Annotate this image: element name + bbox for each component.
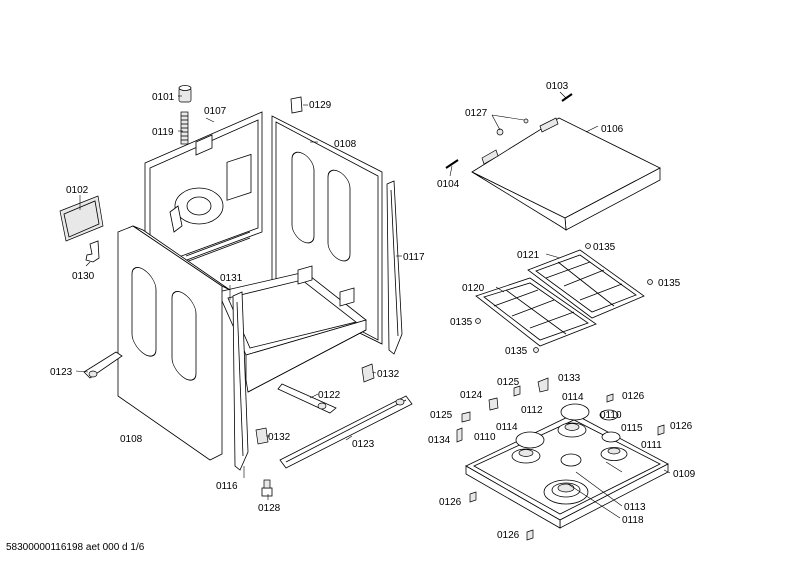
label-0117: 0117 (403, 252, 425, 263)
label-0107: 0107 (204, 106, 227, 117)
label-0134: 0134 (428, 435, 451, 446)
burner-caps (515, 403, 621, 467)
label-0112: 0112 (521, 405, 543, 416)
heat-shield-0102 (59, 195, 104, 242)
label-0109: 0109 (673, 469, 696, 480)
screw-0104 (445, 159, 459, 169)
label-0101: 0101 (152, 92, 175, 103)
label-0125-a: 0125 (497, 377, 520, 388)
label-0135-d: 0135 (505, 346, 528, 357)
label-0125-b: 0125 (430, 410, 453, 421)
screw-0103 (561, 93, 573, 102)
label-0128: 0128 (258, 503, 281, 514)
part-labels: 0101 0107 0129 0119 0108 0102 0130 0131 … (50, 81, 696, 541)
label-0120: 0120 (462, 283, 485, 294)
oven-floor-tray (217, 265, 367, 393)
label-0121: 0121 (517, 250, 540, 261)
label-0126-c: 0126 (439, 497, 462, 508)
clip-0129 (290, 96, 303, 114)
rail-0122 (277, 383, 337, 414)
label-0135-a: 0135 (593, 242, 616, 253)
label-0123-left: 0123 (50, 367, 73, 378)
label-0126-a: 0126 (622, 391, 645, 402)
label-0110-a: 0110 (600, 410, 622, 421)
label-0114-b: 0114 (496, 422, 518, 433)
left-side-panel (117, 225, 231, 461)
label-0103: 0103 (546, 81, 569, 92)
label-0108-back: 0108 (334, 139, 357, 150)
label-0114-a: 0114 (562, 392, 584, 403)
label-0124: 0124 (460, 390, 483, 401)
bracket-0130 (85, 240, 100, 263)
label-0113: 0113 (624, 502, 646, 513)
pan-support-0121 (527, 249, 645, 319)
label-0133: 0133 (558, 373, 581, 384)
label-0130: 0130 (72, 271, 95, 282)
label-0119: 0119 (152, 127, 174, 138)
front-frame-0116 (232, 291, 249, 471)
side-strip-0117 (386, 180, 403, 355)
label-0118: 0118 (622, 515, 644, 526)
label-0108-side: 0108 (120, 434, 143, 445)
label-0131: 0131 (220, 273, 243, 284)
label-0111: 0111 (641, 440, 662, 451)
glass-lid-0106 (471, 117, 661, 231)
burner-center (557, 422, 587, 438)
label-0110-b: 0110 (474, 432, 496, 443)
label-0126-d: 0126 (497, 530, 520, 541)
back-panel (144, 111, 263, 265)
burner-front-left (511, 448, 541, 464)
foot-0128 (261, 479, 273, 497)
rail-0123-left (83, 351, 123, 379)
label-0116: 0116 (216, 481, 238, 492)
label-0106: 0106 (601, 124, 624, 135)
burner-large (543, 479, 589, 505)
label-0104: 0104 (437, 179, 460, 190)
drawing-id: 58300000116198 aet 000 d 1/6 (6, 542, 145, 553)
nut-0127 (496, 118, 529, 136)
label-0122: 0122 (318, 390, 341, 401)
label-0127: 0127 (465, 108, 488, 119)
label-0129: 0129 (309, 100, 332, 111)
foot-0132-bottom (255, 427, 269, 445)
rail-0123-bottom (279, 395, 413, 469)
label-0102: 0102 (66, 185, 89, 196)
top-cap-part (178, 85, 192, 103)
label-0132-right: 0132 (377, 369, 400, 380)
label-0115: 0115 (621, 423, 643, 434)
label-0135-c: 0135 (450, 317, 473, 328)
burner-right (600, 447, 628, 461)
leader-lines (75, 91, 671, 519)
label-0132-bottom: 0132 (268, 432, 291, 443)
rubber-feet-0135 (475, 243, 653, 353)
foot-0132-right (361, 363, 375, 383)
label-0123-bottom: 0123 (352, 439, 375, 450)
label-0135-b: 0135 (658, 278, 681, 289)
label-0126-b: 0126 (670, 421, 693, 432)
small-clips (456, 377, 665, 541)
spring-part (180, 111, 189, 145)
pan-support-0120 (475, 277, 597, 347)
